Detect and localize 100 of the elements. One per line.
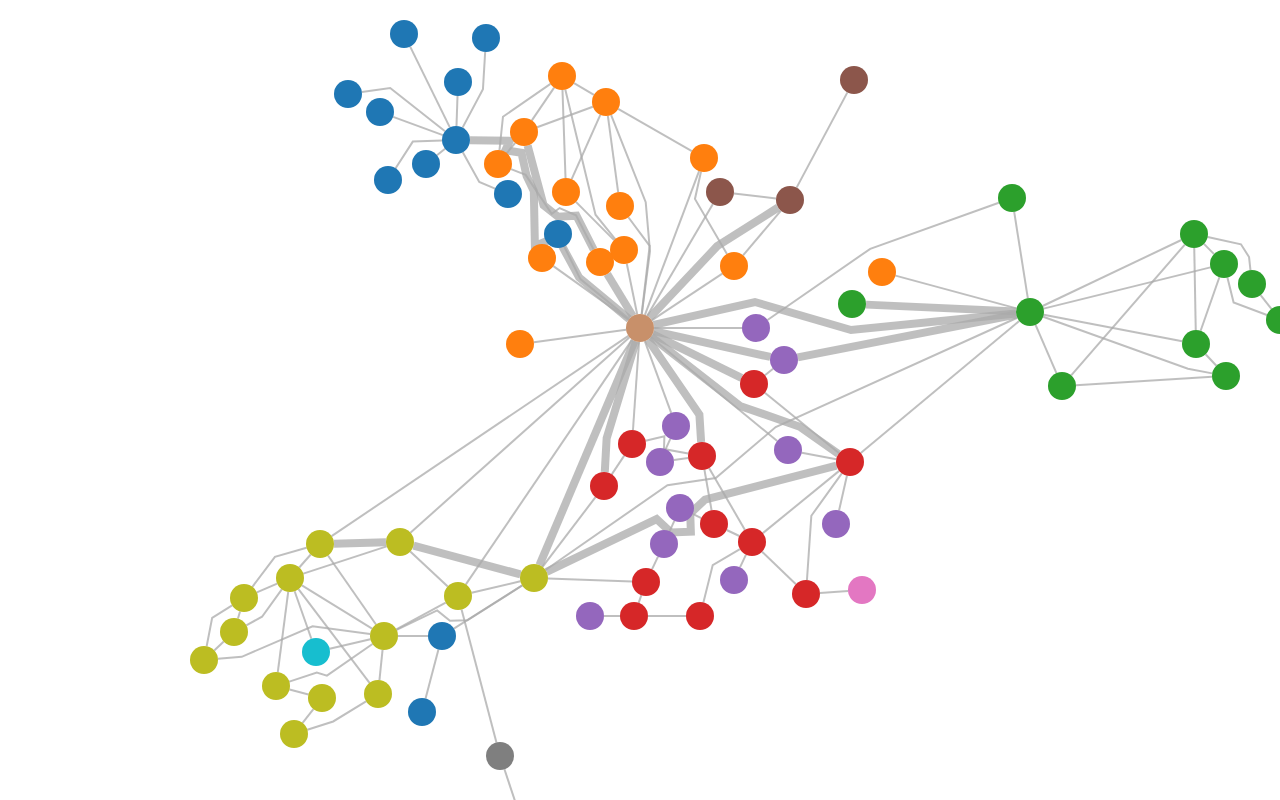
graph-edge: [1013, 210, 1029, 300]
graph-node: [774, 436, 802, 464]
graph-edge: [1202, 242, 1216, 256]
graph-node: [838, 290, 866, 318]
graph-edge: [818, 590, 850, 594]
graph-node: [302, 638, 330, 666]
graph-edge: [646, 203, 714, 317]
graph-edge: [672, 457, 690, 461]
graph-edge: [409, 336, 631, 534]
graph-node: [230, 584, 258, 612]
graph-edge: [1226, 276, 1268, 317]
graph-edge: [461, 51, 487, 129]
graph-edge: [652, 297, 1017, 335]
graph-edge: [1034, 323, 1058, 375]
graph-edge: [894, 274, 1018, 310]
graph-edge: [245, 588, 283, 627]
graph-edge: [1259, 294, 1273, 310]
graph-node: [552, 178, 580, 206]
graph-node: [386, 528, 414, 556]
graph-edge: [328, 638, 372, 650]
graph-node: [262, 672, 290, 700]
graph-edge: [606, 114, 620, 194]
graph-node: [510, 118, 538, 146]
graph-edge: [395, 584, 524, 631]
graph-node: [334, 80, 362, 108]
graph-edge: [795, 91, 849, 189]
graph-edge: [1193, 247, 1197, 331]
graph-edge: [1070, 243, 1186, 377]
graph-edge: [536, 105, 594, 129]
graph-node: [484, 150, 512, 178]
graph-node: [720, 566, 748, 594]
graph-edge: [563, 245, 631, 321]
graph-edge: [205, 604, 234, 648]
graph-node: [662, 412, 690, 440]
graph-node: [998, 184, 1026, 212]
graph-node: [792, 580, 820, 608]
graph-node: [390, 20, 418, 48]
graph-edge: [1199, 276, 1221, 332]
graph-node: [280, 720, 308, 748]
graph-edge: [469, 136, 632, 323]
graph-node: [822, 510, 850, 538]
graph-edge: [552, 265, 630, 321]
graph-node: [306, 530, 334, 558]
graph-edge: [643, 340, 673, 414]
graph-edge: [702, 548, 741, 604]
graph-node: [776, 186, 804, 214]
graph-edge: [409, 550, 449, 588]
graph-node: [690, 144, 718, 172]
graph-edge: [306, 700, 368, 731]
graph-edge: [643, 170, 701, 316]
graph-edge: [625, 262, 639, 316]
graph-edge: [293, 590, 313, 640]
graph-node: [276, 564, 304, 592]
graph-edge: [510, 168, 595, 251]
graph-edge: [708, 467, 746, 531]
graph-node: [666, 494, 694, 522]
graph-edge: [859, 319, 1021, 455]
graph-edge: [394, 139, 443, 170]
graph-edge: [761, 469, 841, 535]
graph-node: [520, 564, 548, 592]
graph-node: [686, 602, 714, 630]
graph-edge: [300, 584, 374, 630]
graph-node: [742, 314, 770, 342]
graph-edge: [653, 327, 743, 329]
graph-edge: [561, 89, 567, 179]
graph-edge: [470, 580, 522, 594]
graph-node: [618, 430, 646, 458]
graph-node: [576, 602, 604, 630]
graph-node: [1016, 298, 1044, 326]
graph-edge: [1042, 315, 1214, 375]
graph-edge: [464, 338, 634, 586]
graph-edge: [617, 107, 693, 153]
graph-edge: [288, 643, 374, 683]
graph-edge: [800, 451, 838, 461]
graph-edge: [570, 113, 602, 181]
graph-node: [408, 698, 436, 726]
graph-edge: [1074, 375, 1214, 387]
graph-node: [374, 166, 402, 194]
graph-node: [444, 68, 472, 96]
graph-edge: [544, 461, 838, 576]
graph-edge: [301, 708, 315, 724]
graph-node: [528, 244, 556, 272]
graph-node: [444, 582, 472, 610]
graph-edge: [532, 328, 628, 344]
graph-edge: [865, 300, 1017, 316]
graph-edge: [647, 615, 687, 617]
graph-edge: [763, 391, 841, 455]
graph-edge: [600, 340, 640, 473]
graph-node: [370, 622, 398, 650]
graph-node: [366, 98, 394, 126]
graph-edge: [796, 310, 1018, 362]
graph-edge: [302, 545, 388, 575]
graph-edge: [610, 454, 626, 476]
graph-node: [1182, 330, 1210, 358]
graph-node: [836, 448, 864, 476]
graph-edge: [541, 496, 597, 568]
graph-node: [220, 618, 248, 646]
graph-edge: [574, 200, 616, 242]
graph-node: [848, 576, 876, 604]
graph-edge: [1206, 236, 1252, 272]
